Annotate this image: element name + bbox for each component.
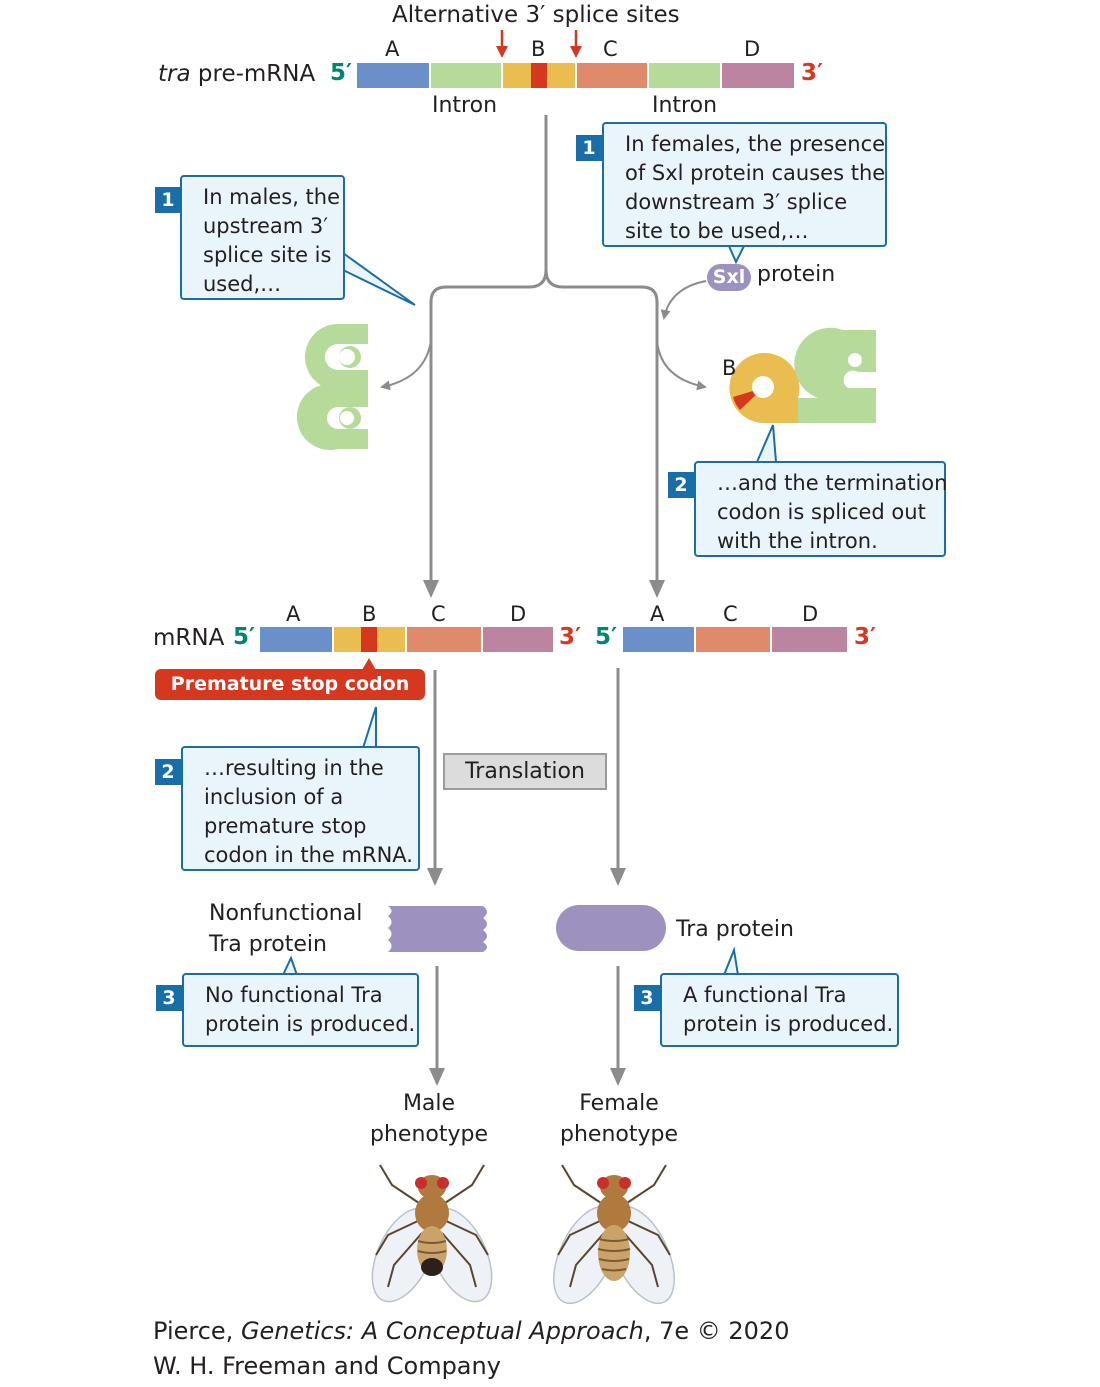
- male-step3-number: 3: [156, 985, 182, 1011]
- pre-mrna-intron-1: [431, 63, 501, 88]
- tra-protein-label: Tra protein: [676, 917, 794, 942]
- mrna-label: mRNA: [153, 625, 225, 651]
- pre-mrna-exon-b-right: [547, 63, 575, 88]
- pre-mrna-exon-b-label: B: [531, 37, 546, 61]
- female-arrowhead: [649, 580, 665, 598]
- mrna-male-c-label: C: [431, 602, 446, 626]
- nonfunctional-tra-protein-shape: [388, 906, 487, 952]
- male-step1-number: 1: [155, 187, 181, 213]
- male-fly-icon: [371, 1164, 493, 1303]
- lariat-b-label: B: [722, 356, 737, 380]
- mrna-female-exon-d: [772, 627, 847, 652]
- male-arrowhead: [423, 580, 439, 598]
- mrna-male-stop-codon: [361, 627, 377, 652]
- pre-mrna-intron-2: [649, 63, 720, 88]
- pre-mrna-exon-a-label: A: [385, 37, 400, 61]
- female-step2-tail: [756, 424, 777, 463]
- pre-mrna-3-prime: 3′: [801, 60, 824, 86]
- mrna-female-c-label: C: [723, 602, 738, 626]
- mrna-female-a-label: A: [650, 602, 665, 626]
- male-lariat-intron-1: [305, 324, 368, 390]
- splice-site-arrow-upstream: [496, 30, 508, 58]
- pre-mrna-exon-b-left: [503, 63, 531, 88]
- female-lariat-intron-left: [729, 353, 800, 423]
- mrna-male-exon-a: [260, 627, 332, 652]
- mrna-male-exon-c: [407, 627, 481, 652]
- mrna-male-exon-d: [483, 627, 553, 652]
- mrna-female-exon-a: [623, 627, 694, 652]
- pre-mrna-exon-d: [722, 63, 794, 88]
- male-step3-tail: [282, 955, 298, 976]
- mrna-female-d-label: D: [802, 602, 819, 626]
- mrna-male-exon-b-left: [334, 627, 361, 652]
- sxl-protein-shape: Sxl: [707, 264, 751, 291]
- mrna-male-a-label: A: [286, 602, 301, 626]
- sxl-arrow: [660, 280, 707, 320]
- mrna-male-exon-b-right: [377, 627, 405, 652]
- pre-mrna-stop-codon: [531, 63, 547, 88]
- male-step2-number: 2: [155, 759, 181, 785]
- female-lariat-intron-right: [794, 327, 876, 423]
- pre-mrna-exon-c-label: C: [603, 37, 618, 61]
- female-step1-tail: [728, 245, 745, 265]
- intron-label-left: Intron: [432, 93, 498, 118]
- female-step3-tail: [723, 946, 739, 976]
- intron-label-right: Intron: [652, 93, 718, 118]
- male-step1-tail: [342, 252, 416, 306]
- stop-codon-pointer: [362, 658, 376, 670]
- mrna-male-d-label: D: [510, 602, 527, 626]
- functional-tra-protein-shape: [556, 905, 666, 951]
- female-lariat-arrow: [656, 339, 707, 391]
- pre-mrna-5-prime: 5′: [330, 60, 353, 86]
- male-lariat-intron-2: [296, 383, 368, 450]
- mrna-female-exon-c: [696, 627, 770, 652]
- male-step2-tail: [362, 706, 377, 749]
- splice-site-arrow-downstream: [570, 30, 582, 58]
- mrna-male-b-label: B: [362, 602, 377, 626]
- premature-stop-codon-label: Premature stop codon: [155, 669, 425, 700]
- credit-line-1: Pierce, Genetics: A Conceptual Approach,…: [153, 1317, 790, 1345]
- mrna-female-5-prime: 5′: [595, 624, 618, 650]
- sxl-protein-label: protein: [757, 262, 836, 287]
- female-fly-icon: [553, 1164, 675, 1305]
- splicing-branch-lines: [429, 115, 659, 585]
- male-lariat-arrow: [380, 339, 432, 391]
- pre-mrna-exon-d-label: D: [744, 37, 761, 61]
- splice-sites-title: Alternative 3′ splice sites: [392, 2, 680, 28]
- female-step3-number: 3: [634, 985, 660, 1011]
- pre-mrna-label: tra pre-mRNA: [158, 61, 316, 87]
- translation-label: Translation: [443, 753, 607, 790]
- mrna-male-3-prime: 3′: [559, 624, 582, 650]
- pre-mrna-exon-a: [357, 63, 429, 88]
- mrna-male-5-prime: 5′: [233, 624, 256, 650]
- pre-mrna-exon-c: [577, 63, 647, 88]
- mrna-female-3-prime: 3′: [854, 624, 877, 650]
- female-step2-number: 2: [668, 472, 694, 498]
- female-step1-number: 1: [576, 135, 602, 161]
- credit-line-2: W. H. Freeman and Company: [153, 1352, 501, 1380]
